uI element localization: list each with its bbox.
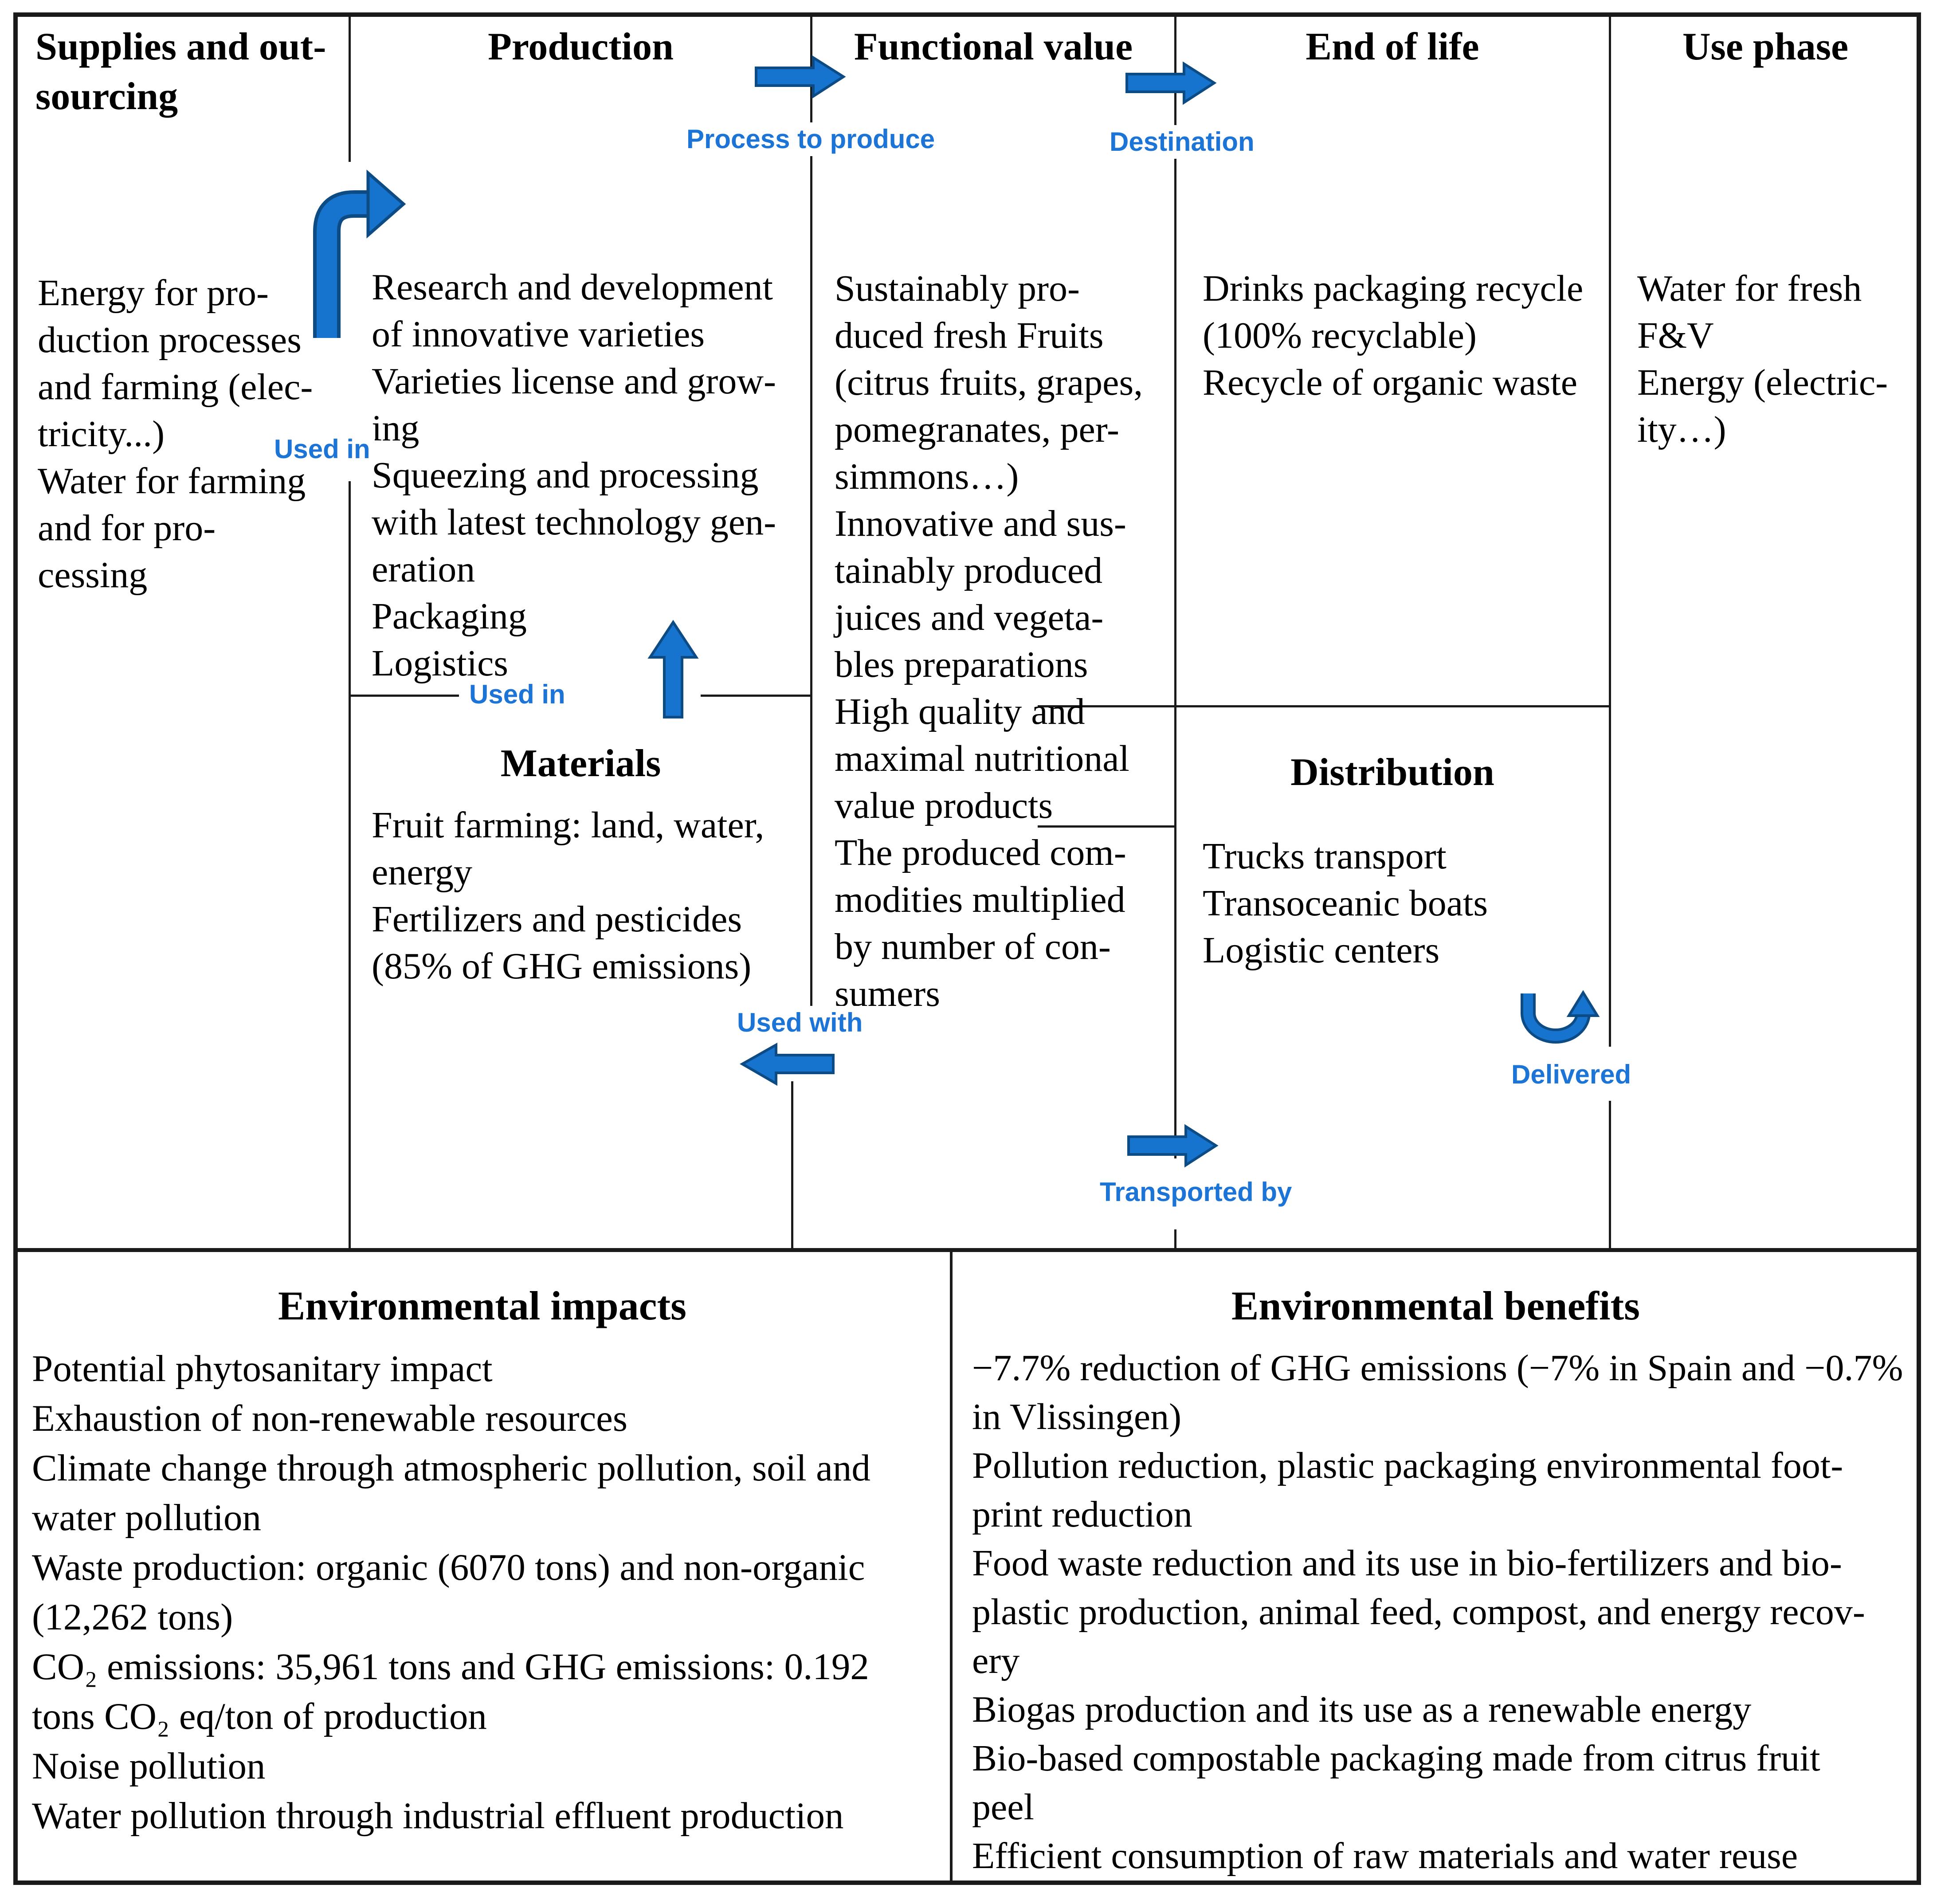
divider-materials-left [350, 695, 459, 697]
divider-col3-col4-lower [1174, 1229, 1176, 1252]
divider-col1-col2-lower [349, 481, 351, 1250]
divider-col4-col5-lower [1609, 1101, 1611, 1252]
environmental-benefits-title: Environmental benefits [1231, 1283, 1640, 1328]
divider-distribution-top [1038, 705, 1610, 707]
divider-col3-col4-upper [1174, 12, 1176, 1158]
used-in-up-arrow-icon [647, 620, 699, 718]
environmental-impacts-body: Potential phytosanitary impact Exhaustio… [32, 1348, 870, 1837]
delivered-uturn-arrow-icon [1521, 990, 1600, 1044]
used-in-elbow-arrow-icon [313, 169, 406, 338]
divider-col2-col3 [810, 12, 812, 1025]
materials-body-text: Fruit farming: land, water, energy Ferti… [372, 805, 765, 987]
flow-label-used-in-materials: Used in [465, 678, 570, 711]
column-title-end-of-life: End of life [1306, 25, 1479, 68]
environmental-impacts-title: Environmental impacts [278, 1283, 686, 1328]
divider-col4-col5-upper [1609, 12, 1611, 1047]
flow-label-process-to-produce: Process to produce [682, 122, 940, 156]
divider-impacts-benefits [950, 1252, 953, 1885]
flow-label-transported-by: Transported by [1095, 1175, 1297, 1209]
supplies-body-text: Energy for pro- duction processes and fa… [38, 272, 313, 596]
divider-functional-notch [1038, 825, 1175, 828]
use-phase-body-text: Water for fresh F&V Energy (electric- it… [1637, 268, 1888, 450]
environmental-benefits-body: −7.7% reduction of GHG emissions (−7% in… [972, 1347, 1903, 1877]
divider-bottom-section [13, 1248, 1920, 1252]
process-to-produce-arrow-icon [755, 55, 846, 99]
flow-label-destination: Destination [1105, 125, 1259, 159]
distribution-title: Distribution [1290, 751, 1494, 794]
materials-title: Materials [500, 742, 661, 785]
distribution-body-text: Trucks transport Transoceanic boats Logi… [1203, 836, 1488, 971]
column-title-production: Production [488, 25, 674, 68]
flow-label-used-in-top: Used in [270, 432, 375, 466]
column-title-supplies: Supplies and out- sourcing [35, 25, 326, 118]
flow-label-delivered: Delivered [1507, 1058, 1636, 1091]
end-of-life-body-text: Drinks packaging recycle (100% recyclabl… [1203, 268, 1584, 403]
flow-label-used-with: Used with [733, 1006, 867, 1040]
divider-materials-right [701, 695, 812, 697]
functional-value-body-text: Sustainably pro- duced fresh Fruits (cit… [835, 268, 1143, 1014]
diagram-outer-border [13, 12, 1921, 1885]
production-body-text: Research and development of innovative v… [372, 267, 776, 684]
divider-col1-col2-upper [349, 12, 351, 162]
used-with-arrow-icon [739, 1042, 835, 1086]
divider-used-with-drop [791, 1081, 793, 1250]
transported-by-arrow-icon [1127, 1124, 1219, 1168]
column-title-functional-value: Functional value [854, 25, 1133, 68]
column-title-use-phase: Use phase [1682, 25, 1849, 68]
destination-arrow-icon [1125, 61, 1217, 105]
